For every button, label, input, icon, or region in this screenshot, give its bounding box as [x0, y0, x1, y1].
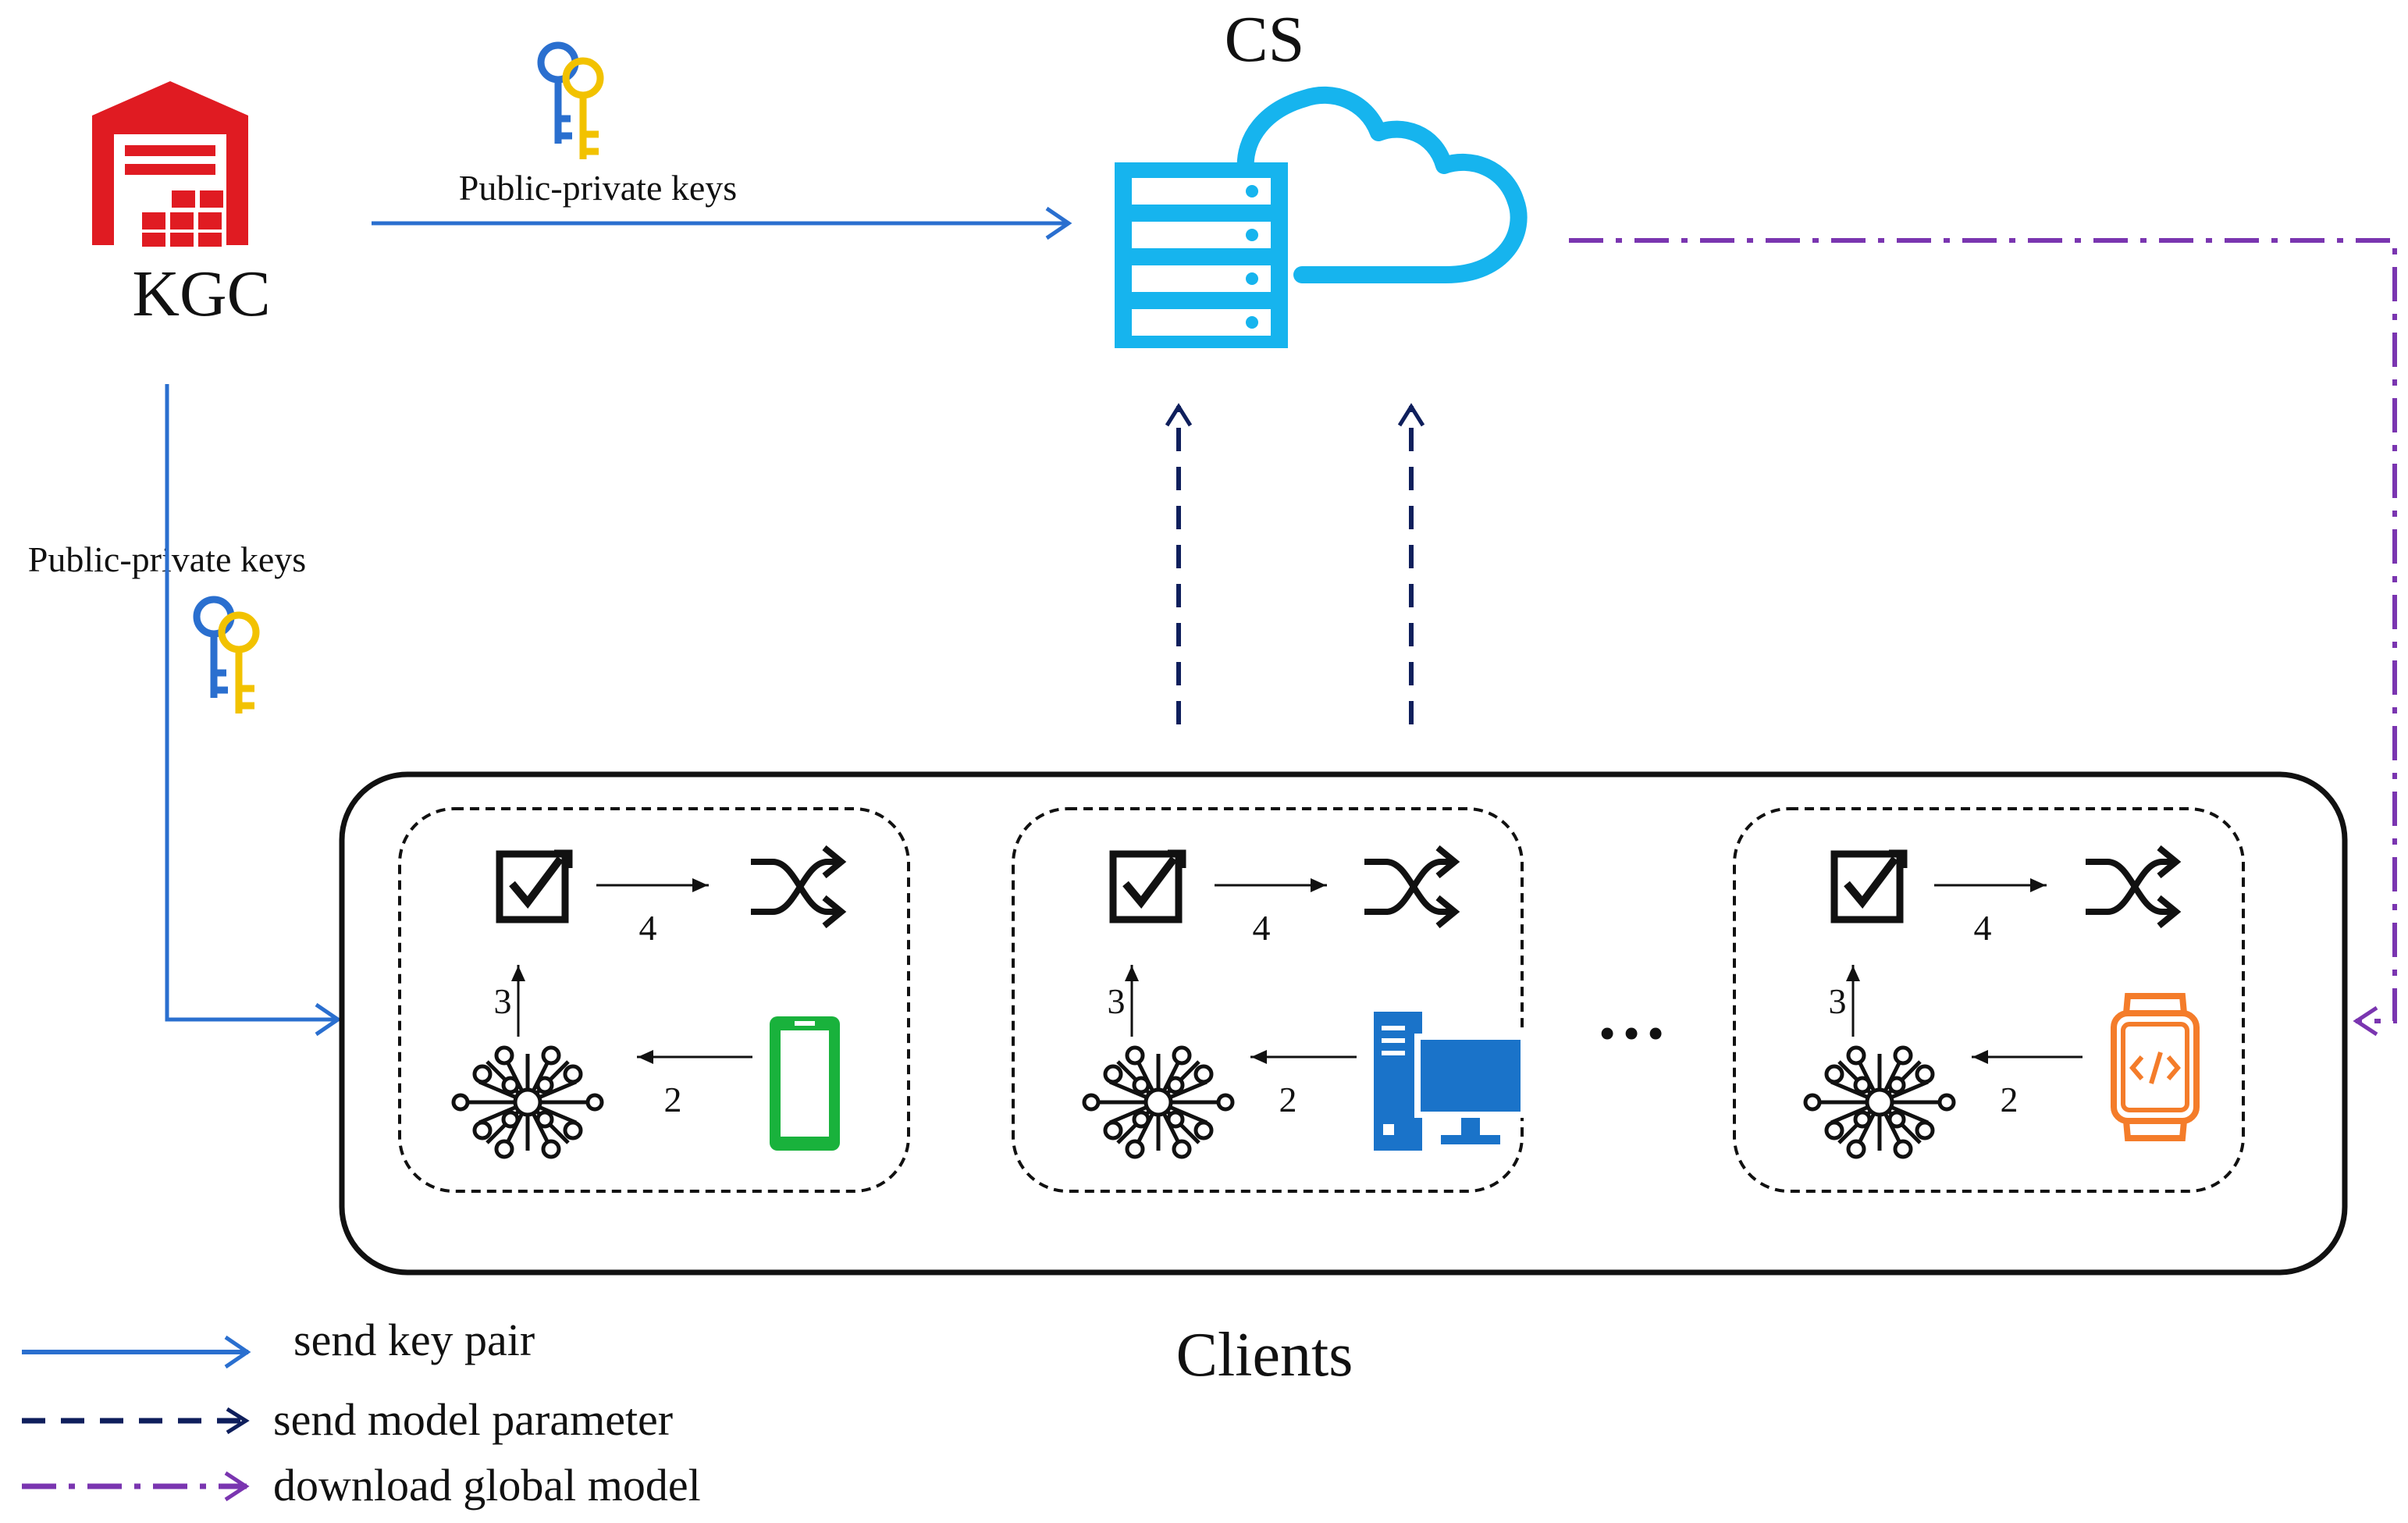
step-label-3: 3 — [1829, 981, 1847, 1021]
clients-label: Clients — [1176, 1321, 1353, 1390]
step-label-3: 3 — [1108, 981, 1126, 1021]
step-label-4: 4 — [639, 908, 657, 948]
clients-ellipsis: … — [1595, 974, 1667, 1054]
edge-label-kgc-to-cs: Public-private keys — [459, 168, 737, 208]
legend-label-send-model-parameter: send model parameter — [273, 1394, 673, 1445]
verify-icon — [1113, 852, 1183, 920]
shuffle-icon — [751, 848, 841, 926]
client-group-3: 4 3 2 — [1733, 807, 2245, 1193]
step-label-2: 2 — [664, 1080, 682, 1119]
step-label-4: 4 — [1974, 908, 1992, 948]
desktop-computer-icon — [1374, 1012, 1525, 1151]
smartphone-icon — [770, 1016, 840, 1151]
legend-label-send-key-pair: send key pair — [293, 1315, 535, 1365]
step-label-3: 3 — [494, 981, 512, 1021]
neural-network-icon — [1084, 1048, 1232, 1157]
verify-icon — [500, 852, 570, 920]
neural-network-icon — [1805, 1048, 1954, 1157]
kgc-warehouse-icon — [92, 81, 248, 247]
kgc-label: KGC — [132, 258, 270, 330]
cloud-server-icon — [1115, 86, 1528, 348]
shuffle-icon — [1364, 848, 1455, 926]
step-label-2: 2 — [1279, 1080, 1297, 1119]
step-label-4: 4 — [1253, 908, 1271, 948]
client-group-1: 4 3 2 — [398, 807, 910, 1193]
legend-label-download-global-model: download global model — [273, 1460, 701, 1511]
shuffle-icon — [2086, 848, 2176, 926]
verify-icon — [1834, 852, 1905, 920]
clients-container — [339, 771, 2348, 1276]
neural-network-icon — [454, 1048, 602, 1157]
key-pair-icon-left — [197, 600, 256, 713]
client-group-2: 4 3 2 — [1012, 807, 1525, 1193]
key-pair-icon-top — [541, 45, 600, 159]
cs-label: CS — [1225, 3, 1305, 76]
arrow-kgc-to-clients — [165, 384, 342, 1037]
arrow-download-global-model — [1569, 238, 2397, 1037]
step-label-2: 2 — [2001, 1080, 2019, 1119]
legend: send key pair send model parameter downl… — [22, 1315, 701, 1511]
smartwatch-icon — [2111, 993, 2200, 1141]
